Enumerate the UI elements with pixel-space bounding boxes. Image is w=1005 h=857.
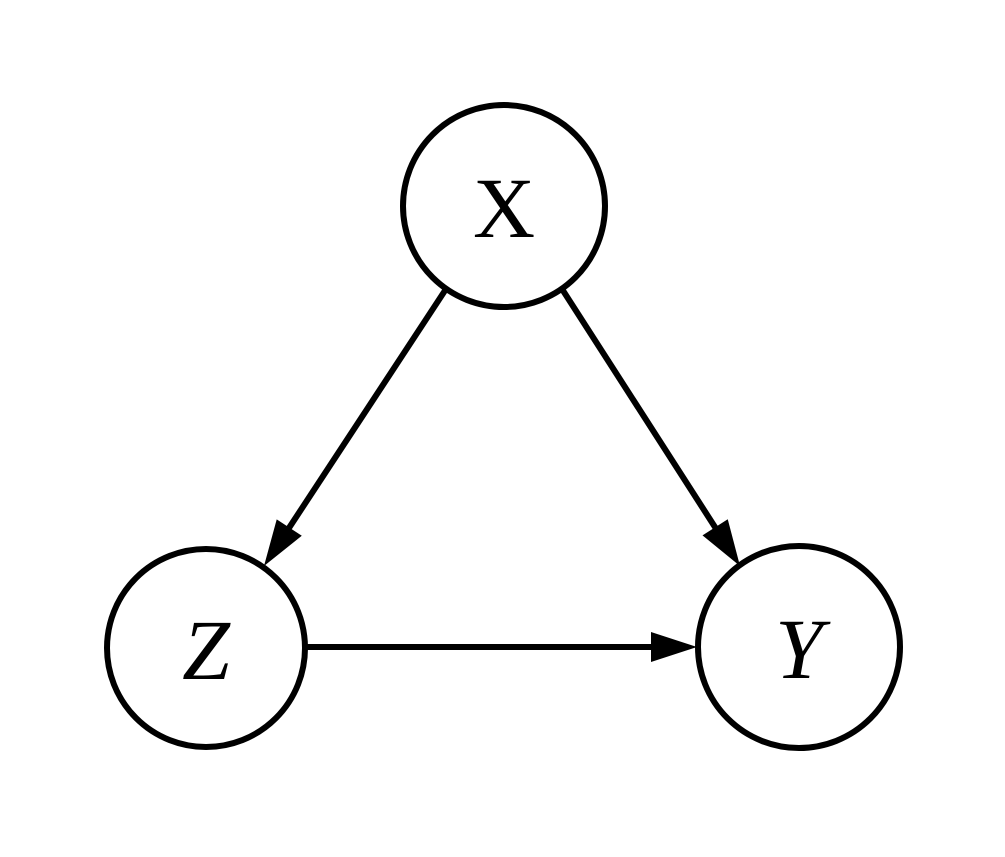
- edge-x-to-y-arrowhead-icon: [702, 519, 740, 566]
- node-x[interactable]: X: [400, 102, 608, 310]
- node-x-circle: [400, 102, 608, 310]
- node-y[interactable]: Y: [695, 543, 903, 751]
- edge-group: [264, 287, 740, 662]
- node-y-circle: [695, 543, 903, 751]
- edge-z-to-y[interactable]: [305, 632, 697, 662]
- edge-x-to-z-line: [283, 287, 449, 535]
- node-y-label: Y: [775, 601, 831, 697]
- edge-x-to-y-line: [559, 287, 721, 534]
- node-z-label: Z: [182, 602, 231, 698]
- node-group: X Z Y: [104, 102, 903, 751]
- node-z[interactable]: Z: [104, 546, 308, 750]
- node-x-label: X: [473, 160, 535, 256]
- edge-x-to-z-arrowhead-icon: [264, 519, 302, 566]
- edge-x-to-z[interactable]: [264, 287, 449, 566]
- edge-z-to-y-arrowhead-icon: [651, 632, 697, 662]
- node-z-circle: [104, 546, 308, 750]
- edge-x-to-y[interactable]: [559, 287, 740, 566]
